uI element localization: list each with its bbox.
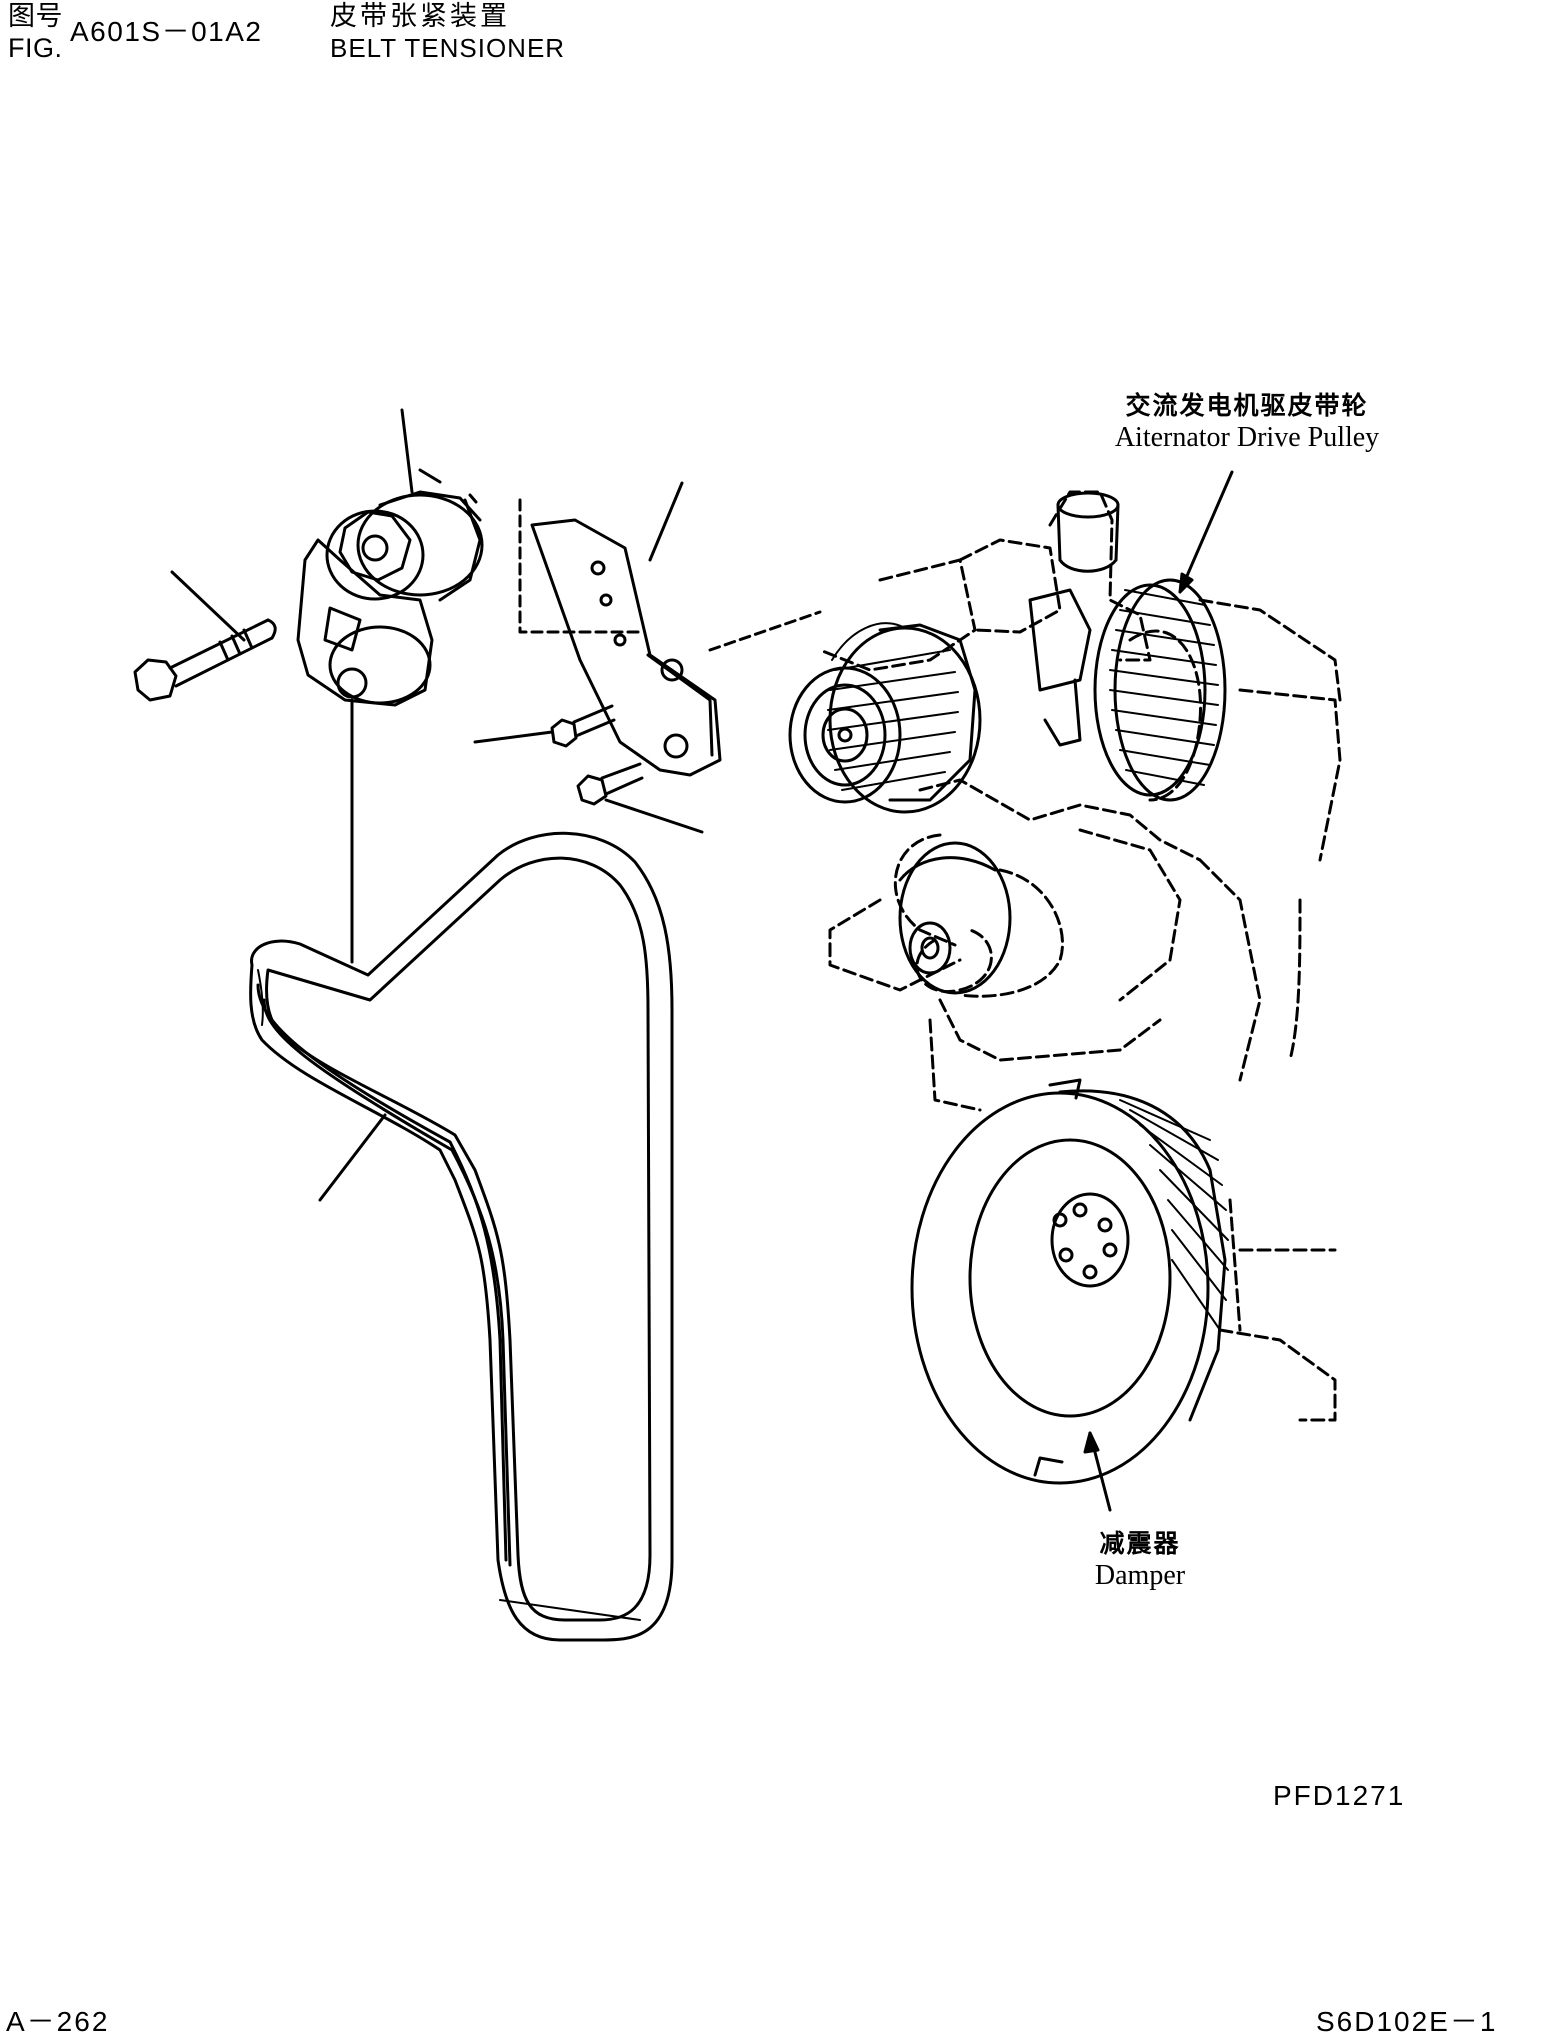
leader-tensioner [400,408,414,494]
water-inlet [1028,491,1120,747]
arrow-alternator [1178,572,1194,594]
arrow-damper [1083,1431,1100,1454]
idler-pulley [898,841,1012,995]
alternator-drive-pulley-label: 交流发电机驱皮带轮 Aiternator Drive Pulley [1062,386,1432,454]
page-title-cn: 皮带张紧装置 [330,1,510,31]
reference-code: PFD1271 [1273,1780,1406,1811]
figure-label-en: FIG. [8,33,63,63]
leader-bolt [170,570,246,642]
leader-bolt-lower [604,798,704,834]
bracket-bolt-upper [550,704,616,748]
crank-damper [910,1078,1229,1485]
leader-belt [318,1113,387,1202]
damper-label: 减震器 Damper [1050,1524,1230,1592]
bracket-bolt-lower [576,762,644,806]
water-pump-pulley [788,622,982,814]
tensioner-assembly [296,468,484,707]
alternator-pulley [1093,578,1227,802]
figure-label-cn: 图号 [8,1,63,31]
mounting-bracket [530,518,722,777]
damper-label-cn: 减震器 [1099,1529,1181,1558]
engine-front [818,490,1342,1422]
link-tensioner-bracket [518,498,642,634]
model-code: S6D102E－1 [1316,2006,1498,2037]
alternator-label-en: Aiternator Drive Pulley [1114,422,1380,453]
leader-bolt-upper [473,730,554,744]
drive-belt [249,831,674,1642]
page-title-en: BELT TENSIONER [330,33,566,63]
link-bracket-engine [708,610,822,652]
tensioner-bolt [133,618,277,702]
leader-alternator [1178,470,1234,594]
page-number: A－262 [6,2006,110,2037]
damper-label-en: Damper [1094,1560,1186,1591]
figure-number: A601S－01A2 [70,16,263,47]
alternator-label-cn: 交流发电机驱皮带轮 [1125,391,1369,420]
leader-bracket [648,481,684,562]
